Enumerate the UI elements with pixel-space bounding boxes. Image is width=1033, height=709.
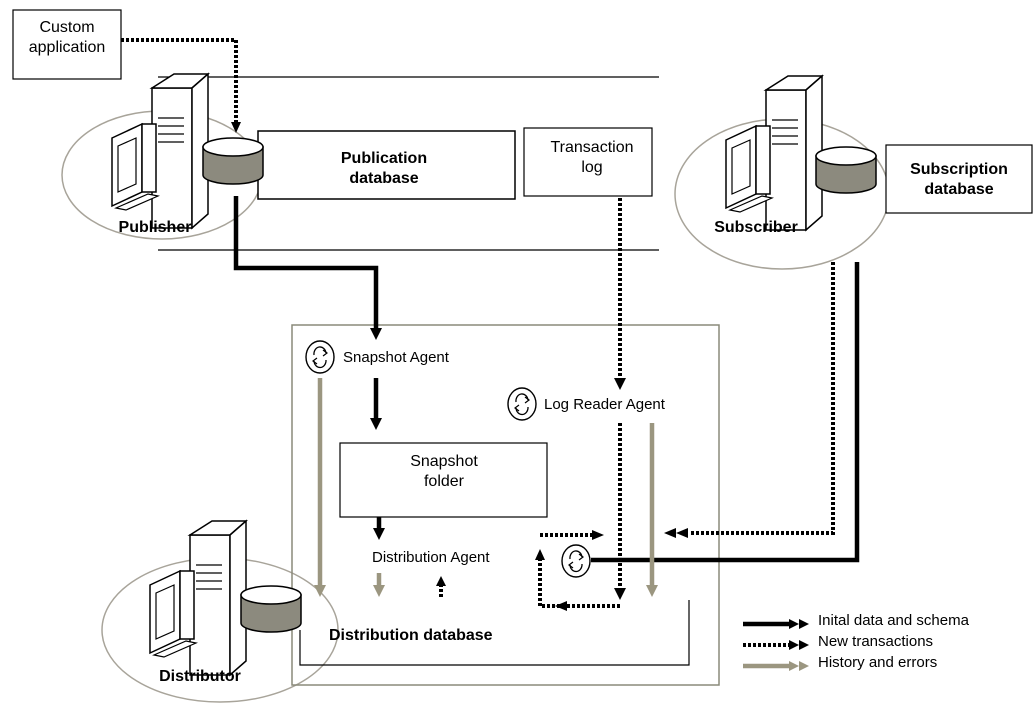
log-to-log-reader-flow: [614, 198, 626, 390]
distribution-db-frame: [299, 600, 690, 666]
custom-application-box: [12, 9, 122, 80]
custom-application-label-2: application: [29, 39, 106, 56]
publication-database-label-2: database: [349, 170, 418, 187]
subscription-database-label-1: Subscription: [910, 161, 1008, 178]
history-flows: [314, 378, 658, 597]
publisher-rail-lines: [158, 76, 659, 251]
publisher-label: Publisher: [119, 219, 192, 236]
log-reader-agent-label: Log Reader Agent: [544, 396, 666, 413]
transaction-log-label-1: Transaction: [551, 139, 634, 156]
distributor-database-icon: [240, 585, 302, 633]
legend: Inital data and schema New transactions …: [743, 612, 970, 671]
subscriber-computer-icon: [725, 75, 823, 231]
transaction-log-box: [523, 127, 653, 197]
subscriber-database-icon: [815, 146, 877, 194]
distribution-agent-icon: [561, 544, 591, 578]
publisher-to-snapshot-agent-flow: [233, 196, 382, 340]
publication-database-box: [257, 130, 516, 200]
custom-application-label-1: Custom: [39, 19, 94, 36]
subscriber-new-transactions-flow: [664, 262, 835, 538]
distribution-database-label: Distribution database: [329, 627, 493, 644]
subscriber-label: Subscriber: [714, 219, 798, 236]
legend-new-transactions-marker: [743, 640, 809, 650]
legend-history-label: History and errors: [818, 654, 937, 671]
log-reader-to-distribution-flow: [614, 423, 626, 600]
snapshot-folder-box: [339, 442, 548, 518]
distribution-agent-label: Distribution Agent: [372, 549, 490, 566]
publication-database-label-1: Publication: [341, 150, 427, 167]
legend-new-transactions-label: New transactions: [818, 633, 933, 650]
subscription-database-label-2: database: [924, 181, 993, 198]
folder-to-distribution-agent-flow: [373, 517, 385, 540]
subscription-database-box: [885, 144, 1033, 214]
snapshot-folder-label-1: Snapshot: [410, 453, 478, 470]
snapshot-agent-to-folder-flow: [370, 378, 382, 430]
subscriber-initial-data-flow: [591, 262, 860, 563]
distributor-label: Distributor: [159, 668, 241, 685]
publisher-database-icon: [202, 137, 264, 185]
snapshot-folder-label-2: folder: [424, 473, 465, 490]
transaction-log-label-2: log: [581, 159, 602, 176]
legend-initial-marker: [743, 619, 809, 629]
snapshot-agent-label: Snapshot Agent: [343, 349, 450, 366]
legend-initial-label: Inital data and schema: [818, 612, 970, 629]
distribution-loop-flow: [436, 530, 620, 611]
custom-app-to-publisher-flow: [121, 38, 241, 133]
distributor-computer-icon: [149, 520, 247, 676]
distributor-frame: [291, 324, 720, 686]
publisher-computer-icon: [111, 73, 209, 229]
log-reader-agent-icon: [507, 387, 537, 421]
legend-history-marker: [743, 661, 809, 671]
snapshot-agent-icon: [305, 340, 335, 374]
